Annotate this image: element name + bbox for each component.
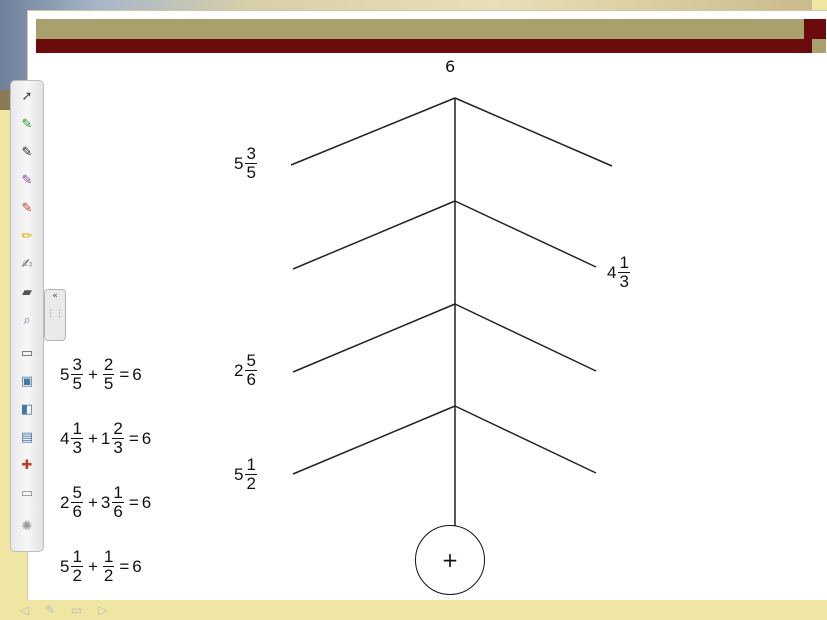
pen-black-icon[interactable]: ✎ — [21, 144, 33, 160]
creative-pen-icon[interactable]: ✍ — [21, 256, 33, 272]
pen-green-icon[interactable]: ✎ — [21, 116, 33, 132]
more-tools-icon[interactable]: ✚ — [21, 457, 33, 473]
toolbar-collapse-handle[interactable]: « ⋮⋮ — [44, 289, 66, 341]
highlighter-icon[interactable]: ✏ — [21, 228, 33, 244]
whiteboard-icon[interactable]: ▭ — [20, 485, 34, 501]
branch-right-3 — [454, 303, 597, 372]
settings-icon[interactable]: ✺ — [21, 518, 33, 534]
branch-right-4 — [454, 405, 597, 474]
pen-red-icon[interactable]: ✎ — [21, 200, 33, 216]
screen-capture-icon[interactable]: ▤ — [20, 429, 34, 445]
branch-right-1 — [454, 97, 613, 167]
title-bar-maroon — [36, 39, 804, 53]
magnifier-icon[interactable]: ⌕ — [23, 312, 31, 328]
title-corner — [804, 19, 826, 53]
ink-toolbar: ➚ ✎ ✎ ✎ ✎ ✏ ✍ ▰ ⌕ ▭ ▣ ◧ ▤ ✚ ▭ ✺ — [10, 80, 44, 552]
branch-left-4 — [292, 405, 456, 475]
title-bar-olive — [36, 19, 812, 39]
ruler-icon[interactable]: ▭ — [20, 345, 34, 361]
branch-left-3 — [292, 303, 456, 373]
top-value: 6 — [445, 57, 456, 76]
pen-purple-icon[interactable]: ✎ — [21, 172, 33, 188]
select-icon[interactable]: ➚ — [21, 88, 33, 104]
slide — [27, 10, 827, 612]
add-branch-button[interactable]: + — [415, 525, 485, 595]
spotlight-icon[interactable]: ◧ — [20, 401, 34, 417]
branch-right-2 — [454, 200, 597, 268]
grip-icon: ⋮⋮ — [46, 309, 64, 319]
eraser-icon[interactable]: ▰ — [22, 284, 32, 300]
frame-bottom — [27, 600, 827, 620]
branch-left-1 — [290, 97, 456, 166]
branch-left-2 — [292, 200, 456, 270]
page-nav-arrows[interactable]: ◁ ✎ ▭ ▷ — [20, 603, 114, 617]
screen-shade-icon[interactable]: ▣ — [20, 373, 34, 389]
